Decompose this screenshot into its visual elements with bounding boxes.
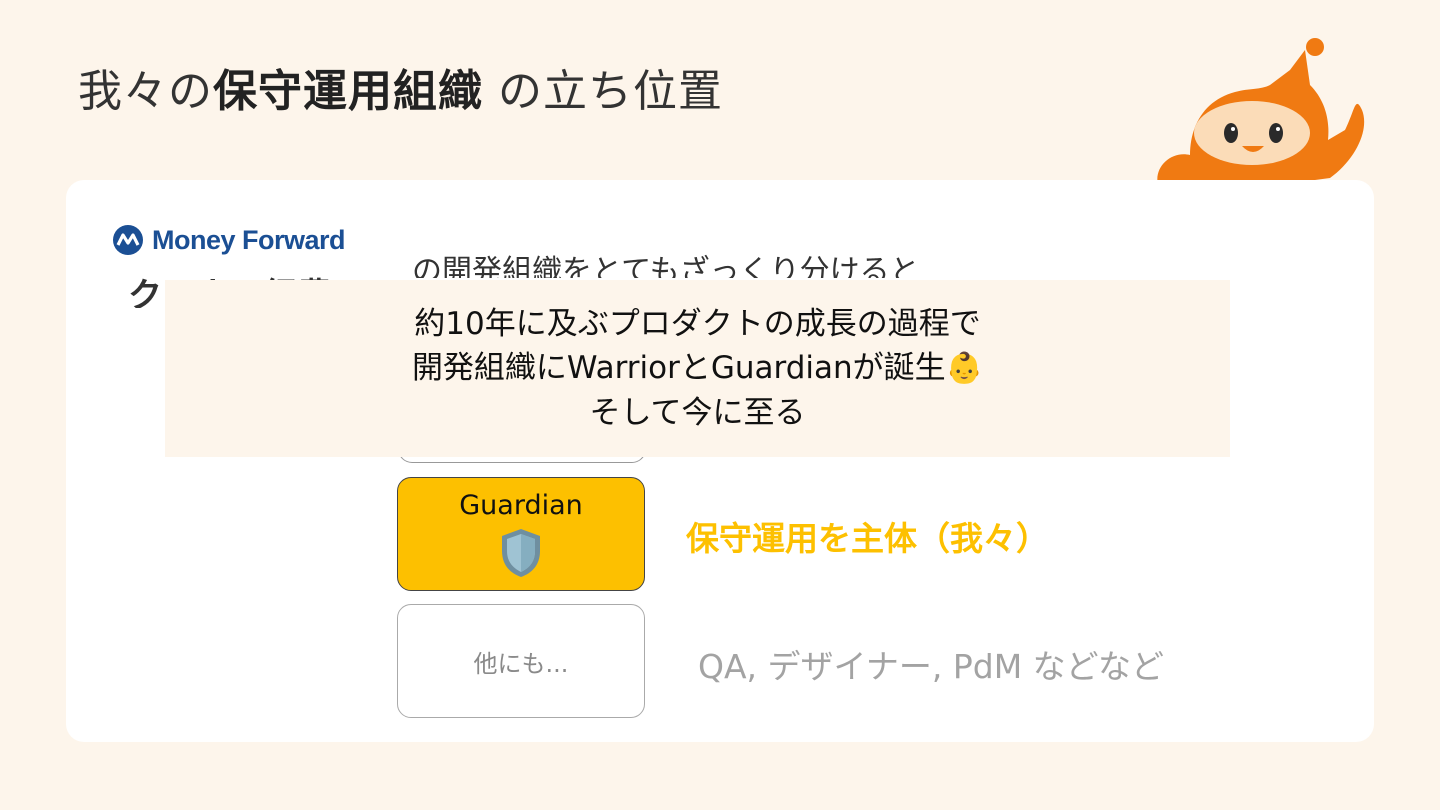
overlay-line-1: 約10年に及ぶプロダクトの成長の過程で bbox=[414, 306, 981, 342]
others-label: 他にも... bbox=[473, 649, 569, 678]
intro-text: の開発組織をとてもざっくり分けると bbox=[412, 254, 920, 278]
overlay-line-2-text: 開発組織にWarriorとGuardianが誕生 bbox=[411, 350, 946, 386]
baby-icon: 👶 bbox=[945, 351, 984, 386]
money-forward-mark-icon bbox=[113, 225, 143, 255]
title-emphasis: 保守運用組織 bbox=[213, 66, 483, 117]
content-card bbox=[66, 180, 1374, 742]
message-overlay: 約10年に及ぶプロダクトの成長の過程で 開発組織にWarriorとGuardia… bbox=[165, 280, 1230, 457]
guardian-description: 保守運用を主体（我々） bbox=[686, 519, 1049, 558]
logo-text: Money Forward bbox=[152, 224, 346, 255]
guardian-label: Guardian bbox=[459, 490, 583, 521]
others-description: QA, デザイナー, PdM などなど bbox=[698, 647, 1164, 686]
shield-icon bbox=[502, 529, 540, 577]
money-forward-logo: Money Forward bbox=[112, 224, 346, 256]
overlay-line-2: 開発組織にWarriorとGuardianが誕生👶 bbox=[412, 346, 983, 391]
page-title: 我々の保守運用組織 の立ち位置 bbox=[78, 62, 723, 122]
others-box: 他にも... bbox=[397, 604, 645, 718]
title-prefix: 我々の bbox=[78, 66, 213, 117]
overlay-line-3: そして今に至る bbox=[589, 395, 806, 431]
mascot-icon bbox=[1157, 38, 1365, 205]
guardian-box: Guardian bbox=[397, 477, 645, 591]
title-suffix: の立ち位置 bbox=[483, 66, 723, 117]
